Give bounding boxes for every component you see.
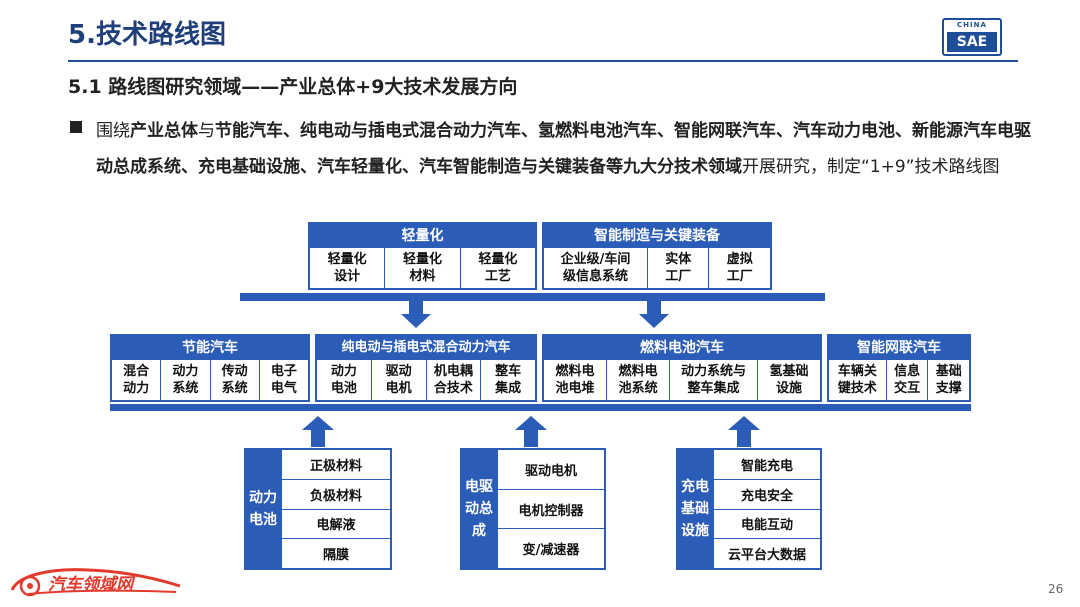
box-cell: 动力 电池	[330, 364, 357, 396]
page-title: 5.技术路线图	[68, 20, 226, 50]
box-cell: 动力系统与 整车集成	[669, 360, 757, 400]
page-number: 26	[1048, 582, 1064, 596]
list-item: 隔膜	[282, 538, 390, 568]
box-lightweight: 轻量化 轻量化 设计 轻量化 材料 轻量化 工艺	[308, 222, 537, 290]
car-outline-icon	[10, 568, 181, 597]
box-header: 智能网联汽车	[829, 336, 969, 360]
logo-top-text: CHINA	[957, 21, 987, 29]
list-item: 充电安全	[714, 478, 820, 509]
bullet-square-icon	[70, 121, 82, 133]
box-cell: 企业级/车间 级信息系统	[560, 252, 631, 284]
box-cell: 整车 集成	[480, 360, 535, 400]
list-item: 负极材料	[282, 478, 390, 509]
para-bold-2: 节能汽车、纯电动与插电式混合动力汽车、氢燃料电池汽车、智能网联汽车、汽车动力电池…	[96, 121, 1031, 177]
top-connector-bar	[240, 293, 825, 301]
watermark-text: 汽车领域网	[48, 575, 133, 595]
box-energy-saving-vehicle: 节能汽车 混合 动力 动力 系统 传动 系统 电子 电气	[110, 334, 310, 402]
box-cell: 虚拟 工厂	[708, 248, 770, 288]
box-header: 轻量化	[310, 224, 535, 248]
list-item: 云平台大数据	[714, 538, 820, 568]
box-bev-phev: 纯电动与插电式混合动力汽车 动力 电池 驱动 电机 机电耦 合技术 整车 集成	[315, 334, 537, 402]
box-connected-vehicle: 智能网联汽车 车辆关 键技术 信息 交互 基础 支撑	[827, 334, 971, 402]
down-arrow-icon	[639, 314, 669, 328]
list-item: 变/减速器	[498, 528, 604, 568]
list-item: 智能充电	[740, 458, 793, 474]
down-arrow-shaft	[647, 301, 661, 315]
box-cell: 轻量化 工艺	[459, 248, 535, 288]
para-text-3: 开展研究，制定“1+9”技术路线图	[742, 157, 1000, 177]
para-text-2: 与	[198, 121, 215, 141]
up-arrow-shaft	[524, 429, 538, 447]
list-item: 驱动电机	[524, 463, 577, 479]
box-header: 智能制造与关键装备	[544, 224, 770, 248]
up-arrow-shaft	[737, 429, 751, 447]
up-arrow-icon	[515, 416, 547, 430]
down-arrow-shaft	[409, 301, 423, 315]
intro-paragraph: 围绕产业总体与节能汽车、纯电动与插电式混合动力汽车、氢燃料电池汽车、智能网联汽车…	[96, 113, 1031, 185]
box-cell: 燃料电 池电堆	[555, 364, 595, 396]
box-electric-drive: 电驱动总成 驱动电机 电机控制器 变/减速器	[460, 448, 606, 570]
vertical-label: 动力电池	[244, 448, 282, 570]
china-sae-logo: CHINA SAE	[942, 18, 1002, 56]
mid-connector-bar	[110, 404, 971, 411]
box-cell: 电子 电气	[258, 360, 308, 400]
box-cell: 动力 系统	[160, 360, 209, 400]
box-smart-manufacturing: 智能制造与关键装备 企业级/车间 级信息系统 实体 工厂 虚拟 工厂	[542, 222, 772, 290]
watermark-logo: 汽车领域网	[8, 560, 188, 600]
box-cell: 信息 交互	[885, 360, 928, 400]
title-divider	[68, 60, 1018, 62]
logo-bottom-text: SAE	[947, 32, 997, 52]
para-bold-1: 产业总体	[130, 121, 198, 141]
box-cell: 混合 动力	[123, 364, 150, 396]
box-charging-infrastructure: 充电基础设施 智能充电 充电安全 电能互动 云平台大数据	[676, 448, 822, 570]
box-cell: 机电耦 合技术	[425, 360, 481, 400]
vertical-label: 电驱动总成	[460, 448, 498, 570]
box-cell: 氢基础 设施	[756, 360, 820, 400]
box-cell: 基础 支撑	[927, 360, 969, 400]
box-cell: 燃料电 池系统	[606, 360, 669, 400]
box-cell: 实体 工厂	[646, 248, 709, 288]
box-cell: 传动 系统	[209, 360, 259, 400]
list-item: 电解液	[282, 508, 390, 539]
list-item: 正极材料	[309, 458, 362, 474]
box-cell: 轻量化 材料	[384, 248, 459, 288]
list-item: 电机控制器	[498, 488, 604, 529]
section-subtitle: 5.1 路线图研究领域——产业总体+9大技术发展方向	[68, 76, 518, 98]
box-cell: 驱动 电机	[370, 360, 426, 400]
box-header: 纯电动与插电式混合动力汽车	[317, 336, 535, 360]
box-cell: 车辆关 键技术	[837, 364, 877, 396]
vertical-label: 充电基础设施	[676, 448, 714, 570]
up-arrow-shaft	[311, 429, 325, 447]
para-text-1: 围绕	[96, 121, 130, 141]
box-header: 燃料电池汽车	[544, 336, 820, 360]
list-item: 电能互动	[714, 508, 820, 539]
up-arrow-icon	[302, 416, 334, 430]
box-header: 节能汽车	[112, 336, 308, 360]
box-cell: 轻量化 设计	[327, 252, 367, 284]
down-arrow-icon	[401, 314, 431, 328]
up-arrow-icon	[728, 416, 760, 430]
box-power-battery: 动力电池 正极材料 负极材料 电解液 隔膜	[244, 448, 392, 570]
box-fuel-cell-vehicle: 燃料电池汽车 燃料电 池电堆 燃料电 池系统 动力系统与 整车集成 氢基础 设施	[542, 334, 822, 402]
